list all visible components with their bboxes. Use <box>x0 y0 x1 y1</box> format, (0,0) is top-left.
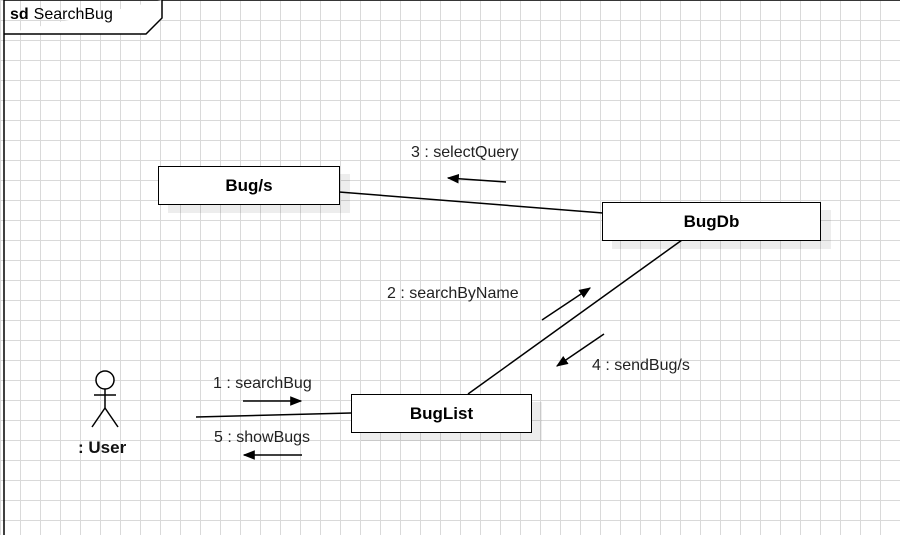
object-bugdb[interactable]: BugDb <box>602 202 821 241</box>
message-search-bug: 1 : searchBug <box>213 375 312 392</box>
message-send-bugs: 4 : sendBug/s <box>592 357 690 374</box>
arrow-send-bugs <box>556 333 605 367</box>
message-select-query: 3 : selectQuery <box>411 144 519 161</box>
user-actor-icon <box>91 370 119 428</box>
arrow-search-by-name <box>541 287 591 321</box>
frame-tab <box>4 0 163 35</box>
frame-keyword: sd <box>10 6 29 23</box>
link-bugs-bugdb <box>338 191 604 214</box>
actor-label: : User <box>78 438 127 457</box>
object-bugs[interactable]: Bug/s <box>158 166 340 205</box>
message-search-by-name: 2 : searchByName <box>387 285 519 302</box>
link-bugdb-buglist <box>467 239 683 395</box>
arrow-select-query <box>446 173 507 184</box>
frame-border <box>3 0 900 535</box>
link-user-buglist <box>195 412 352 418</box>
frame-name: SearchBug <box>33 6 113 23</box>
message-show-bugs: 5 : showBugs <box>214 429 311 446</box>
object-buglist[interactable]: BugList <box>351 394 532 433</box>
